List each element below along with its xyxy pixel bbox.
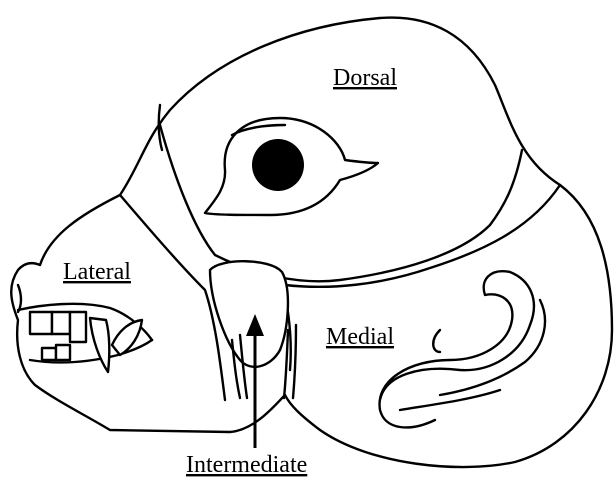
tooth-5 xyxy=(56,345,70,360)
intermediate-region xyxy=(210,261,288,367)
tooth-2 xyxy=(52,312,70,334)
label-dorsal: Dorsal xyxy=(333,65,397,91)
canine-tooth xyxy=(90,318,109,372)
lateral-boundary xyxy=(120,195,225,400)
tooth-1 xyxy=(30,312,52,334)
label-lateral: Lateral xyxy=(63,259,131,285)
tooth-3 xyxy=(70,312,86,342)
medial-boundary xyxy=(285,185,560,287)
medial-squiggle-outer xyxy=(380,271,534,427)
head-outline xyxy=(11,18,612,468)
tooth-4 xyxy=(42,348,56,360)
label-medial: Medial xyxy=(326,324,394,350)
intermediate-stalk-right xyxy=(284,330,288,398)
medial-squiggle-small xyxy=(433,330,440,352)
front-snout xyxy=(18,285,21,312)
pupil xyxy=(252,139,304,191)
intermediate-stalk-right-2 xyxy=(293,325,296,398)
label-intermediate: Intermediate xyxy=(186,452,307,477)
lower-canine-tooth xyxy=(112,320,142,355)
